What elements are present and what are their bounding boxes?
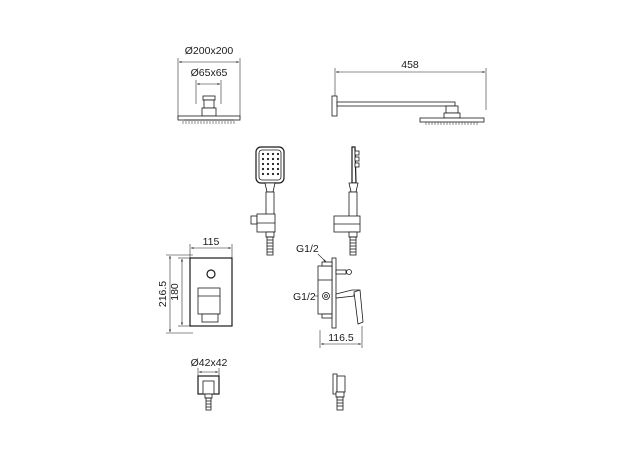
shower-arm-length-label: 458 — [401, 59, 419, 71]
hose — [336, 396, 344, 411]
valve-plate-height-inner-label: 180 — [169, 283, 181, 301]
hand-shower-side-view — [333, 146, 361, 256]
hose — [205, 397, 212, 411]
hand-shower-front-view — [250, 146, 285, 256]
hose — [266, 236, 274, 256]
outlet-size-label: Ø42x42 — [191, 357, 228, 369]
valve-side-view: G1/2 G1/2 116.5 — [293, 243, 364, 348]
hand-shower-nozzles — [261, 152, 280, 176]
rain-head-size-label: Ø200x200 — [185, 45, 234, 57]
rain-head-side-view: 458 — [331, 59, 487, 125]
rain-head-base-label: Ø65x65 — [191, 67, 228, 79]
inlet-bottom-label: G1/2 — [293, 291, 316, 303]
valve-plate-width-label: 115 — [203, 236, 220, 248]
hose — [349, 236, 357, 256]
valve-plate-height-outer-label: 216.5 — [157, 281, 169, 307]
wall-outlet-front-view: Ø42x42 — [191, 357, 228, 411]
rain-head-front-view: Ø200x200 Ø65x65 — [177, 45, 241, 124]
inlet-top-label: G1/2 — [296, 243, 319, 255]
valve-depth-label: 116.5 — [328, 332, 354, 344]
wall-outlet-side-view — [332, 373, 346, 411]
valve-plate-front-view: 115 216.5 180 — [157, 236, 233, 334]
